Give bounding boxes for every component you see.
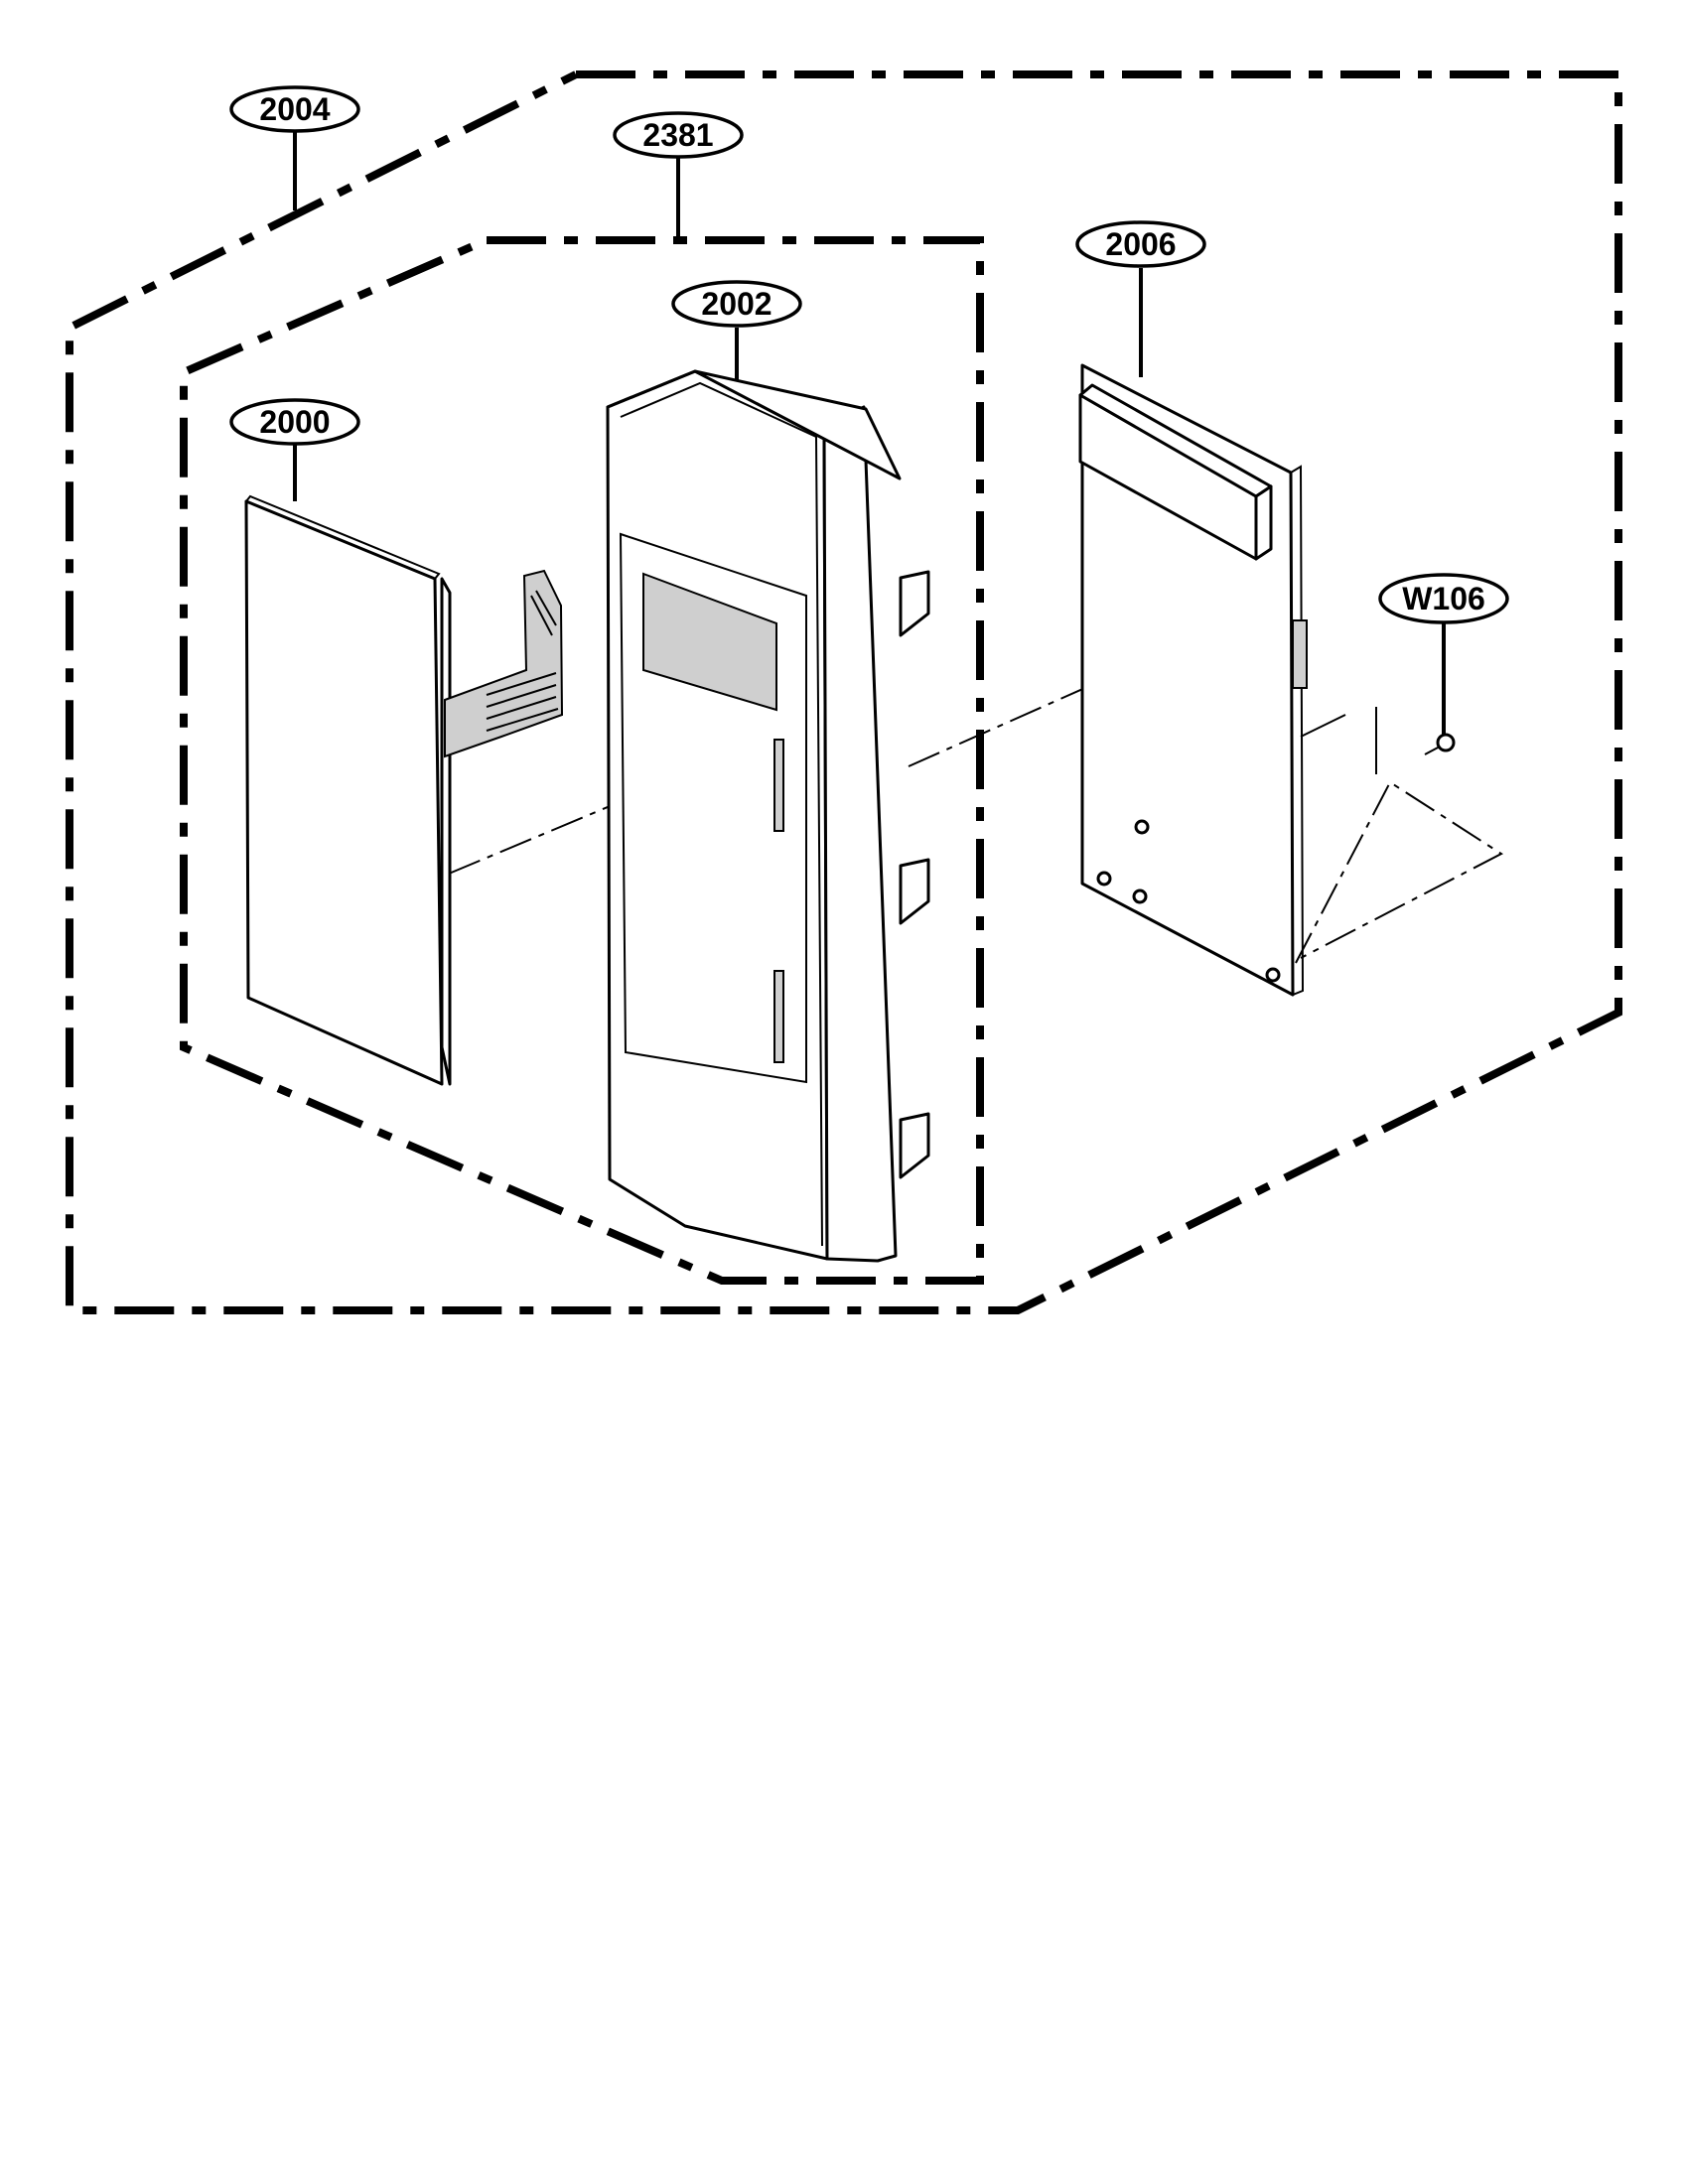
display-lcd bbox=[642, 572, 777, 712]
screw-shank bbox=[1424, 746, 1441, 755]
membrane-switch-top-edge bbox=[244, 494, 441, 581]
part-screw bbox=[1424, 733, 1456, 755]
callout-2006-label: 2006 bbox=[1105, 226, 1176, 262]
display-window bbox=[619, 532, 807, 1084]
callout-2002: 2002 bbox=[671, 280, 802, 328]
pcb-hole-1 bbox=[1134, 819, 1150, 835]
indicator-slot-1 bbox=[773, 739, 784, 832]
membrane-switch-face bbox=[244, 499, 444, 1086]
callout-2004-label: 2004 bbox=[259, 91, 330, 127]
membrane-switch-ribbon-cable bbox=[444, 569, 564, 758]
control-panel-inner-edge bbox=[620, 381, 823, 1247]
callout-w106: W106 bbox=[1378, 573, 1509, 624]
pcb-hole-4 bbox=[1265, 967, 1281, 983]
assembly-2004-bracket bbox=[66, 70, 1622, 1314]
pcb-display-module-side bbox=[1254, 484, 1273, 561]
callout-2000: 2000 bbox=[229, 398, 360, 446]
pcb-board-edge bbox=[1289, 465, 1305, 997]
ribbon-traces bbox=[486, 590, 559, 732]
part-control-panel bbox=[606, 369, 930, 1263]
callout-2381: 2381 bbox=[613, 111, 744, 159]
part-membrane-switch bbox=[244, 494, 564, 1086]
control-panel-front bbox=[606, 369, 829, 1261]
pcb-side-guide-1 bbox=[1300, 714, 1346, 738]
callout-2381-label: 2381 bbox=[642, 117, 713, 153]
callout-w106-label: W106 bbox=[1402, 581, 1485, 616]
mounting-tab-1 bbox=[899, 570, 930, 637]
centerline-screw bbox=[1295, 780, 1503, 964]
mounting-tab-2 bbox=[899, 858, 930, 925]
part-pcb-assembly bbox=[1078, 363, 1308, 997]
indicator-slot-2 bbox=[773, 970, 784, 1063]
control-panel-right-side bbox=[822, 405, 898, 1263]
callout-2000-label: 2000 bbox=[259, 404, 330, 440]
callout-2002-label: 2002 bbox=[701, 286, 772, 322]
control-panel-top bbox=[606, 369, 902, 480]
assembly-2381-bracket bbox=[180, 236, 984, 1285]
screw-head bbox=[1436, 733, 1456, 752]
callout-2006: 2006 bbox=[1075, 220, 1206, 268]
membrane-switch-side bbox=[440, 577, 452, 1086]
pcb-hole-3 bbox=[1132, 888, 1148, 904]
pcb-hole-2 bbox=[1096, 871, 1112, 887]
pcb-connector bbox=[1292, 619, 1308, 689]
callout-2004: 2004 bbox=[229, 85, 360, 133]
mounting-tab-3 bbox=[899, 1112, 930, 1179]
